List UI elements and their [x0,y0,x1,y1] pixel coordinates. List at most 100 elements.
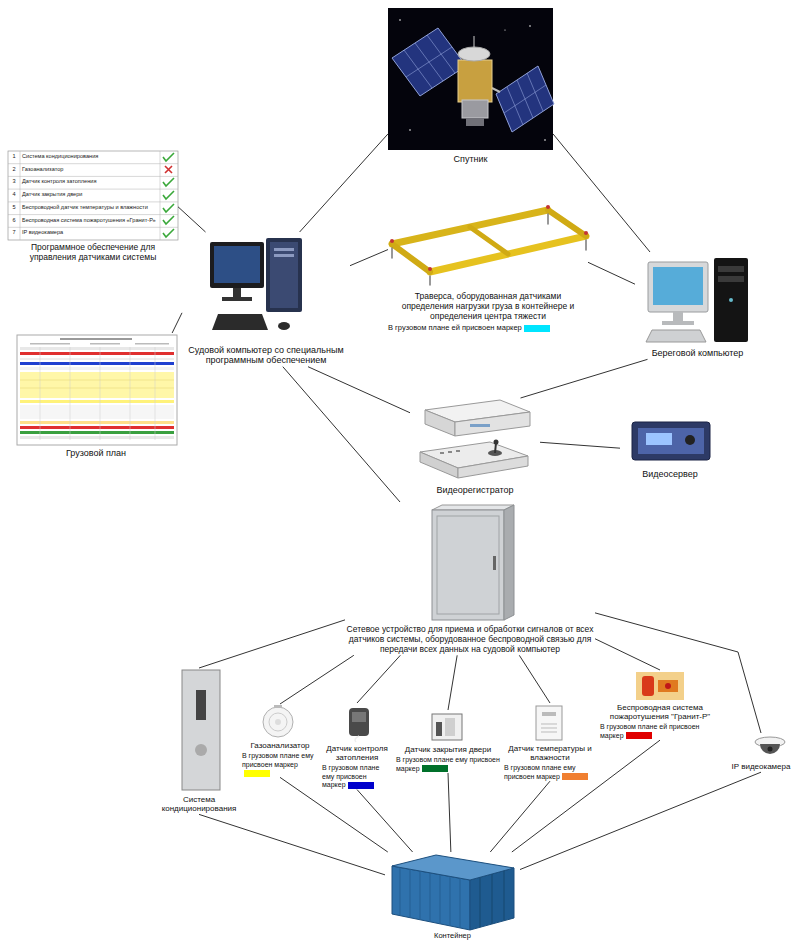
satellite-shape [392,28,466,96]
table-cell: Система кондиционирования [22,154,98,160]
node-caption: Беспроводная система пожаротушения "Гран… [600,702,720,722]
software-table-shape [8,214,178,215]
software-table-picture [8,151,178,240]
ship-computer-node: Судовой компьютер со специальным програм… [182,232,350,367]
satellite-shape [544,139,546,141]
container-shape [420,871,421,920]
legend-swatch [626,732,652,739]
traverse-shape [470,227,508,254]
temperature-sensor-picture [536,706,562,740]
video-recorder-shape [448,451,452,453]
row-number: 2 [8,167,20,173]
flood-sensor-picture [349,708,369,742]
container-shape [430,873,431,922]
container-shape [400,867,401,915]
video-server-picture [632,422,710,460]
video-recorder-picture [420,400,530,478]
connector-line [283,367,400,502]
gas-analyzer-shape [275,719,281,725]
satellite-shape [409,129,411,131]
ip-camera-picture [755,737,785,754]
ship-computer-shape [266,238,302,312]
air-conditioner-shape [196,690,206,720]
gas-analyzer-shape [269,713,287,731]
cargo-plan-shape [130,347,131,440]
door-sensor-shape [445,718,455,736]
network-cabinet-shape [432,505,514,510]
ship-computer-shape [210,242,264,288]
fire-system-picture [636,672,684,700]
connector-line [280,777,388,852]
ship-computer-shape [278,322,290,330]
shore-computer-shape [729,298,733,302]
legend-swatch [348,782,374,789]
connector-line [199,620,345,668]
fire-system-shape [658,680,678,692]
door-sensor-picture [432,714,462,740]
network-cabinet-picture [432,505,514,620]
connector-line [588,262,635,284]
gas-analyzer-shape [274,705,282,708]
table-cell: Газоанализатор [22,167,63,173]
cargo-plan-shape [20,388,174,389]
node-caption: Сетевое устройство для приема и обработк… [345,624,595,655]
shore-computer-shape [718,266,744,272]
connector-line [595,639,660,670]
legend-swatch [422,765,448,772]
picture-slot [620,416,720,468]
legend-swatch [244,770,270,777]
fire-system-shape [636,672,684,700]
node-caption: Датчик температуры и влажности [504,743,596,763]
software-table-shape [20,151,21,240]
satellite-shape [504,85,546,113]
picture-slot [345,502,595,624]
video-server-shape [638,428,704,454]
legend-entry: В грузовом плане ему присвоен маркер [504,764,596,781]
network-cabinet-shape [504,505,514,620]
cargo-plan-shape [100,347,101,440]
video-recorder-shape [440,452,444,454]
satellite-shape [462,100,488,118]
cargo-plan-shape [20,372,174,398]
temperature-sensor-shape [536,706,562,740]
container-picture [392,855,514,930]
air-conditioner-picture [182,670,220,790]
temperature-sensor-shape [541,728,557,729]
network-cabinet-shape [437,516,499,614]
cargo-plan-picture [17,335,177,445]
connector-line [357,790,413,852]
legend-text: В грузовом плане ему присвоен маркер [396,756,500,771]
video-recorder-shape [495,443,496,453]
node-caption: Спутник [388,153,553,165]
cargo-plan-shape [20,347,174,350]
traverse-shape [584,231,588,235]
row-number: 7 [8,230,20,236]
cargo-plan-shape [60,338,132,340]
satellite-shape [458,47,490,61]
picture-slot [388,205,588,291]
ship-computer-shape [214,246,260,283]
software-table-shape [163,216,174,224]
connector-line [172,313,182,333]
picture-slot [410,398,540,484]
temperature-sensor-shape [541,724,557,725]
cargo-plan-shape [90,343,120,345]
satellite-shape [399,19,401,21]
traverse-node: Траверса, оборудованная датчиками опреде… [388,205,588,332]
video-server-shape [646,433,672,445]
container-shape [460,878,461,928]
video-recorder-shape [470,424,490,427]
traverse-shape [585,240,587,250]
legend-entry: В грузовом плане ей присвоен маркер [388,323,588,332]
row-number: 3 [8,179,20,185]
video-server-shape [685,435,695,445]
node-caption: Датчик контроля затопления [322,743,392,763]
cargo-plan-shape [20,352,174,355]
ship-computer-shape [274,254,294,257]
legend-entry: В грузовом плане ему присвоен маркер [396,756,500,773]
ship-computer-shape [212,314,268,330]
ship-computer-shape [222,297,252,301]
sensor-node: Датчик температуры и влажностиВ грузовом… [504,703,596,781]
picture-slot [504,703,596,743]
